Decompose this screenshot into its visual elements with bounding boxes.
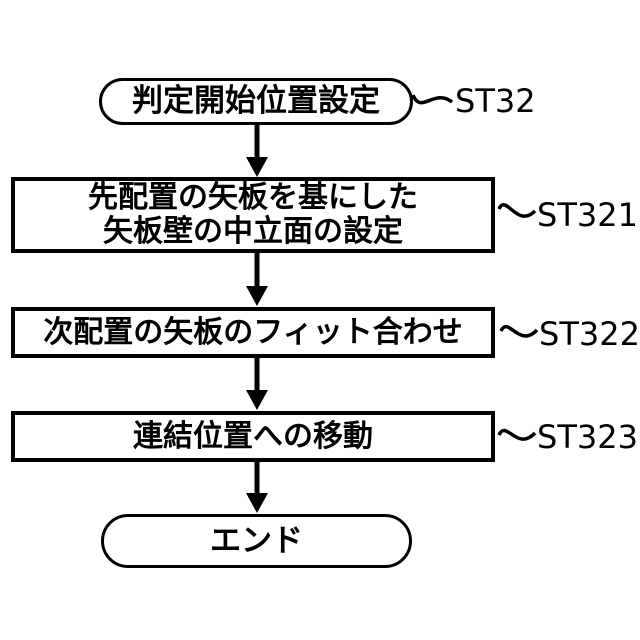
ref-label-st321: ST321: [537, 196, 638, 234]
down-arrow-icon: [246, 253, 268, 306]
process-box-st321-line2: 矢板壁の中立面の設定: [103, 214, 403, 249]
end-terminator-node: エンド: [101, 514, 412, 568]
process-box-st321-line1: 先配置の矢板を基にした: [88, 180, 418, 216]
process-box-st322: 次配置の矢板のフィット合わせ: [11, 307, 495, 358]
ref-label-st323: ST323: [537, 418, 638, 456]
down-arrow-icon: [246, 358, 268, 410]
start-terminator-node: 判定開始位置設定: [99, 78, 413, 125]
ref-label-st32: ST32: [455, 82, 536, 120]
tilde-connector-icon: [411, 94, 454, 105]
process-box-st322-label: 次配置の矢板のフィット合わせ: [43, 314, 463, 350]
process-box-st321: 先配置の矢板を基にした 矢板壁の中立面の設定: [11, 177, 495, 253]
tilde-connector-icon: [497, 428, 537, 441]
end-terminator-label: エンド: [210, 522, 303, 559]
down-arrow-icon: [246, 124, 268, 177]
process-box-st323: 連結位置への移動: [11, 411, 495, 462]
start-terminator-label: 判定開始位置設定: [132, 83, 380, 120]
tilde-connector-icon: [497, 203, 537, 218]
tilde-connector-icon: [499, 324, 539, 338]
down-arrow-icon: [246, 462, 268, 513]
process-box-st323-label: 連結位置への移動: [133, 418, 373, 454]
ref-label-st322: ST322: [539, 315, 640, 353]
